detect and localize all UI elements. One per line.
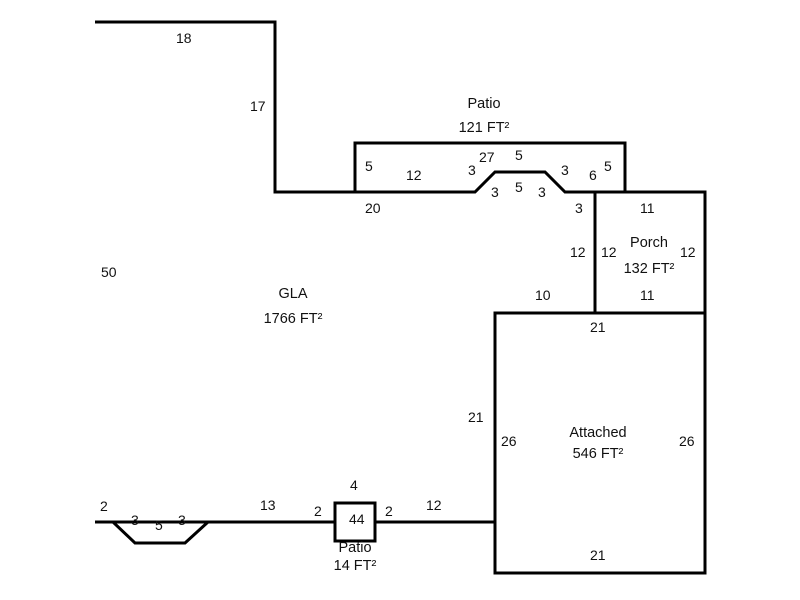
gla-outline	[95, 20, 597, 545]
area-name-patio-upper: Patio	[467, 96, 500, 112]
dim-gla-left: 50	[101, 264, 117, 280]
dim-attached-left: 26	[501, 433, 517, 449]
dim-gla-right-lower: 21	[468, 409, 484, 425]
dim-patio-top: 27	[479, 149, 495, 165]
dim-patio-bottom-right: 6	[589, 167, 597, 183]
dim-porch-right: 12	[680, 244, 696, 260]
dim-gla-bottom-patio-left: 2	[314, 503, 322, 519]
dim-patio-right: 5	[604, 158, 612, 174]
dim-porch-bottom: 11	[640, 287, 655, 303]
dim-attached-right: 26	[679, 433, 695, 449]
area-size-attached: 546 FT²	[573, 446, 624, 462]
dim-gla-bottom-left: 2	[100, 498, 108, 514]
dim-patio-bottom-left: 12	[406, 167, 422, 183]
dim-gla-lower-bump-bottom: 5	[155, 517, 163, 533]
attached-outline	[493, 311, 707, 575]
dim-gla-bottom-right: 12	[426, 497, 442, 513]
dim-gla-right-mid: 12	[570, 244, 586, 260]
area-size-patio-lower: 14 FT²	[334, 558, 377, 574]
area-name-patio-lower: Patio	[338, 540, 371, 556]
dim-porch-top: 11	[640, 200, 655, 216]
area-name-gla: GLA	[278, 286, 307, 302]
dim-gla-mid-top: 20	[365, 200, 381, 216]
dim-attached-top: 21	[590, 319, 606, 335]
dim-gla-step: 10	[535, 287, 551, 303]
dim-patio-bump-top: 5	[515, 147, 523, 163]
patio-lower-outline	[333, 501, 377, 543]
dim-patio-left: 5	[365, 158, 373, 174]
dim-gla-lower-bump-left: 3	[131, 512, 139, 528]
dim-gla-bump-top: 5	[515, 179, 523, 195]
dim-gla-lower-bump-right: 3	[178, 512, 186, 528]
dim-small-patio-top: 4	[350, 477, 358, 493]
dim-patio-bump-right: 3	[561, 162, 569, 178]
dim-gla-bump-left: 3	[491, 184, 499, 200]
area-name-porch: Porch	[630, 235, 668, 251]
area-size-patio-upper: 121 FT²	[459, 120, 510, 136]
dim-porch-left: 12	[601, 244, 617, 260]
patio-upper-outline	[353, 141, 627, 192]
dim-gla-bottom-patio-right: 2	[385, 503, 393, 519]
dim-gla-right-upper: 3	[575, 200, 583, 216]
dim-gla-bottom-mid: 13	[260, 497, 276, 513]
area-size-gla: 1766 FT²	[264, 311, 323, 327]
area-size-porch: 132 FT²	[624, 261, 675, 277]
dim-small-patio-inner: 44	[349, 511, 365, 527]
area-name-attached: Attached	[569, 425, 626, 441]
dim-gla-upper-right: 17	[250, 98, 266, 114]
dim-gla-bump-right: 3	[538, 184, 546, 200]
dim-attached-bottom: 21	[590, 547, 606, 563]
dim-patio-bump-left: 3	[468, 162, 476, 178]
dim-gla-top: 18	[176, 30, 192, 46]
